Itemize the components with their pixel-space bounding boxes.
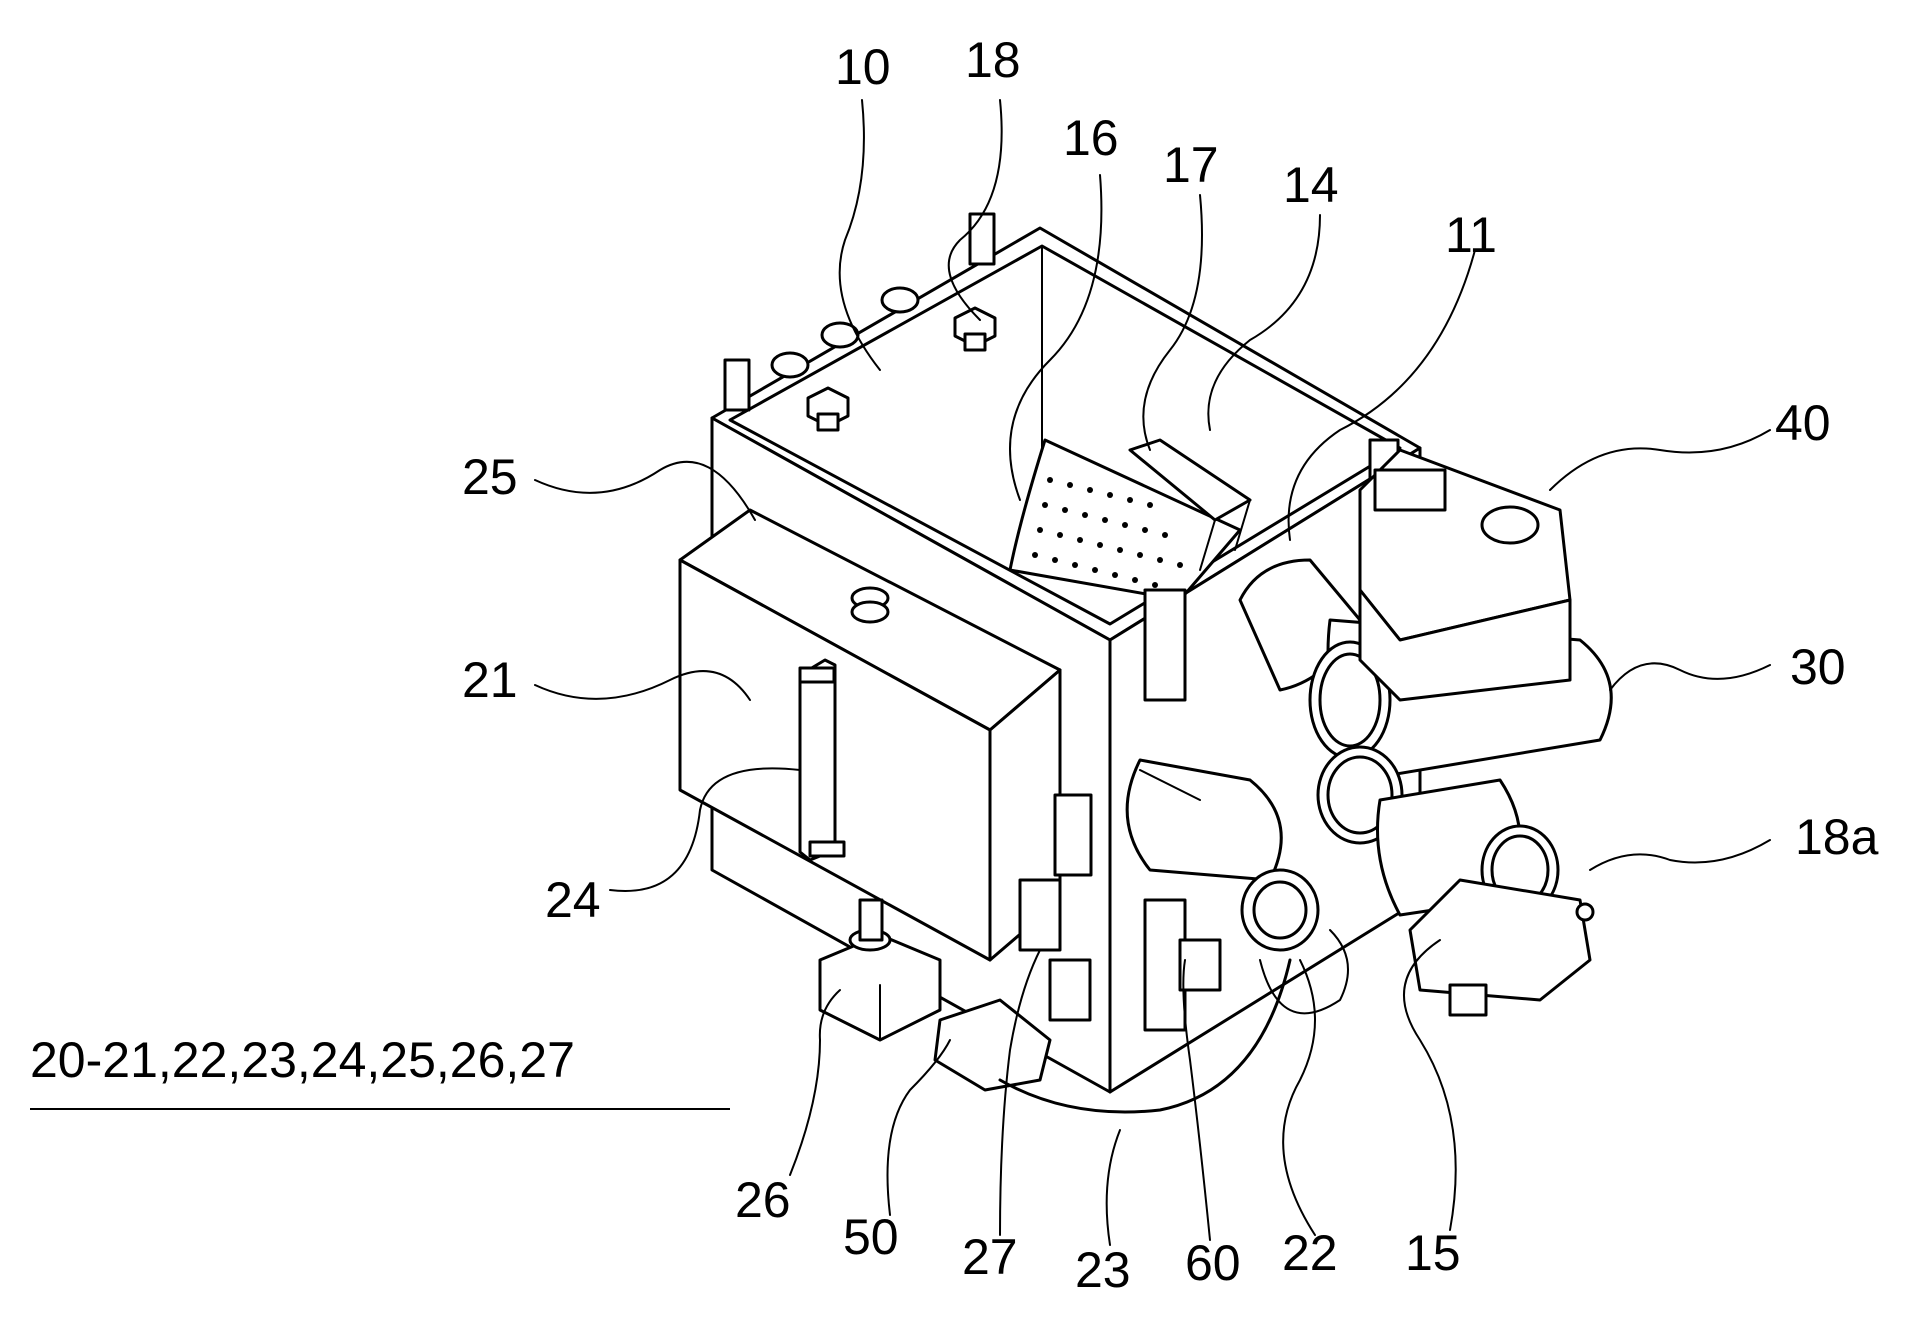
label-50: 50 (843, 1209, 899, 1265)
perforated-screen (1008, 438, 1242, 602)
label-18a: 18a (1795, 809, 1879, 865)
label-16: 16 (1063, 110, 1119, 166)
label-40: 40 (1775, 395, 1831, 451)
latch-fixtures (1018, 588, 1187, 1022)
bottom-block (818, 898, 1052, 1092)
group-label: 20-21,22,23,24,25,26,27 (30, 1032, 575, 1088)
label-17: 17 (1163, 137, 1219, 193)
cable (998, 958, 1292, 1114)
label-25: 25 (462, 449, 518, 505)
cable (1259, 929, 1349, 1015)
label-10: 10 (835, 39, 891, 95)
top-bolt (953, 306, 997, 352)
control-box (1358, 448, 1572, 702)
label-22: 22 (1282, 1225, 1338, 1281)
label-24: 24 (545, 872, 601, 928)
motor-assembly (1125, 758, 1320, 1032)
valve-housing (1408, 878, 1595, 1017)
label-30: 30 (1790, 639, 1846, 695)
label-18: 18 (965, 32, 1021, 88)
flap-plate (1128, 438, 1252, 571)
top-bolt (806, 386, 850, 432)
label-26: 26 (735, 1172, 791, 1228)
label-60: 60 (1185, 1235, 1241, 1291)
label-27: 27 (962, 1229, 1018, 1285)
screen-holes (1032, 477, 1183, 588)
label-23: 23 (1075, 1242, 1131, 1298)
label-14: 14 (1283, 157, 1339, 213)
leader-lines (534, 99, 1771, 1246)
label-21: 21 (462, 652, 518, 708)
group-label-underline (30, 1108, 730, 1110)
label-15: 15 (1405, 1225, 1461, 1281)
label-11: 11 (1445, 207, 1497, 263)
